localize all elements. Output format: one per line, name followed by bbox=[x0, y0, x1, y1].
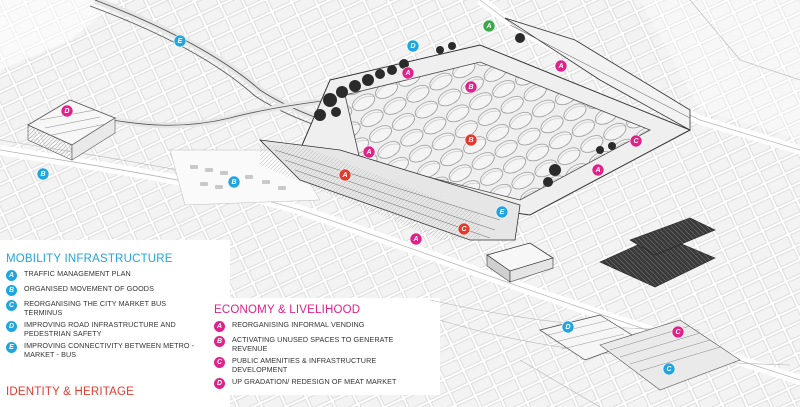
legend-key-badge: B bbox=[214, 336, 225, 347]
legend-item: C PUBLIC AMENITIES & INFRASTRUCTURE DEVE… bbox=[214, 356, 424, 374]
map-marker-mobility-e: E bbox=[173, 34, 187, 48]
map-marker-label: C bbox=[461, 226, 467, 233]
legend-item: D UP GRADATION/ REDESIGN OF MEAT MARKET bbox=[214, 377, 424, 390]
legend-economy-title: ECONOMY & LIVELIHOOD bbox=[214, 304, 361, 316]
legend-mobility-title: MOBILITY INFRASTRUCTURE bbox=[6, 253, 173, 265]
map-marker-label: E bbox=[500, 209, 505, 216]
map-marker-label: C bbox=[675, 329, 681, 336]
legend-key-badge: C bbox=[6, 300, 17, 311]
dark-hatched-block bbox=[599, 217, 716, 288]
map-marker-identity-b: B bbox=[464, 133, 478, 147]
map-marker-mobility-d: D bbox=[561, 320, 575, 334]
map-marker-label: E bbox=[178, 38, 183, 45]
map-marker-mobility-e: E bbox=[495, 205, 509, 219]
legend-item-text: IMPROVING ROAD INFRASTRUCTURE AND PEDEST… bbox=[24, 320, 176, 338]
legend-economy: ECONOMY & LIVELIHOOD A REORGANISING INFO… bbox=[214, 304, 424, 393]
legend-key-badge: B bbox=[6, 285, 17, 296]
legend-key-badge: A bbox=[6, 270, 17, 281]
legend-key-badge: D bbox=[214, 378, 225, 390]
tree-canopy bbox=[314, 33, 616, 187]
legend-item: B ACTIVATING UNUSED SPACES TO GENERATE R… bbox=[214, 335, 424, 353]
map-marker-label: B bbox=[468, 137, 473, 144]
map-marker-label: D bbox=[64, 108, 69, 115]
legend-item: B ORGANISED MOVEMENT OF GOODS bbox=[6, 284, 206, 296]
map-marker-identity-c: C bbox=[457, 222, 471, 236]
map-marker-label: A bbox=[485, 23, 491, 30]
map-marker-mobility-b: B bbox=[36, 167, 50, 181]
map-marker-economy-a: A bbox=[362, 145, 376, 159]
legend-item-text: ORGANISED MOVEMENT OF GOODS bbox=[24, 284, 154, 293]
map-marker-economy-d: D bbox=[60, 104, 74, 118]
map-marker-economy-c: C bbox=[629, 134, 643, 148]
legend-item-text: IMPROVING CONNECTIVITY BETWEEN METRO - M… bbox=[24, 341, 195, 359]
map-marker-label: A bbox=[341, 172, 347, 179]
map-marker-economy-c: C bbox=[671, 325, 685, 339]
map-marker-mobility-d: D bbox=[406, 39, 420, 53]
legend-item: E IMPROVING CONNECTIVITY BETWEEN METRO -… bbox=[6, 342, 206, 359]
legend-item-text: ACTIVATING UNUSED SPACES TO GENERATE REV… bbox=[232, 335, 394, 353]
map-marker-label: D bbox=[410, 43, 415, 50]
legend-item: A TRAFFIC MANAGEMENT PLAN bbox=[6, 269, 206, 281]
map-marker-identity-green-a: A bbox=[482, 19, 496, 33]
legend-item: A REORGANISING INFORMAL VENDING bbox=[214, 320, 424, 332]
legend-key-badge: E bbox=[6, 342, 17, 354]
map-marker-label: A bbox=[557, 63, 563, 70]
legend-item-text: TRAFFIC MANAGEMENT PLAN bbox=[24, 269, 131, 278]
map-marker-economy-a: A bbox=[401, 66, 415, 80]
legend-item-text: REORGANISING THE CITY MARKET BUS TERMINU… bbox=[24, 299, 167, 317]
map-marker-label: C bbox=[633, 138, 639, 145]
legend-item-text: PUBLIC AMENITIES & INFRASTRUCTURE DEVELO… bbox=[232, 356, 377, 374]
map-marker-mobility-b: B bbox=[227, 175, 241, 189]
map-marker-label: A bbox=[365, 149, 371, 156]
map-marker-label: C bbox=[666, 366, 672, 373]
legend-key-badge: D bbox=[6, 321, 17, 333]
legend-item-text: UP GRADATION/ REDESIGN OF MEAT MARKET bbox=[232, 377, 397, 387]
map-marker-economy-a: A bbox=[554, 59, 568, 73]
legend-identity: IDENTITY & HERITAGE bbox=[6, 386, 226, 403]
map-marker-label: B bbox=[40, 171, 45, 178]
map-marker-mobility-c: C bbox=[662, 362, 676, 376]
map-marker-economy-b: B bbox=[464, 80, 478, 94]
legend-item: D IMPROVING ROAD INFRASTRUCTURE AND PEDE… bbox=[6, 320, 206, 338]
map-marker-label: A bbox=[404, 70, 410, 77]
legend-key-badge: A bbox=[214, 321, 225, 332]
legend-identity-title: IDENTITY & HERITAGE bbox=[6, 386, 134, 398]
map-marker-identity-a: A bbox=[338, 168, 352, 182]
meat-market-building bbox=[27, 99, 116, 161]
map-marker-label: A bbox=[412, 236, 418, 243]
map-marker-economy-a: A bbox=[591, 163, 605, 177]
map-marker-label: B bbox=[231, 179, 236, 186]
map-marker-label: D bbox=[565, 324, 570, 331]
legend-mobility: MOBILITY INFRASTRUCTURE A TRAFFIC MANAGE… bbox=[6, 253, 206, 364]
map-marker-economy-a: A bbox=[409, 232, 423, 246]
legend-item: C REORGANISING THE CITY MARKET BUS TERMI… bbox=[6, 299, 206, 317]
legend-key-badge: C bbox=[214, 357, 225, 369]
map-marker-label: B bbox=[468, 84, 473, 91]
map-marker-label: A bbox=[594, 167, 600, 174]
legend-item-text: REORGANISING INFORMAL VENDING bbox=[232, 320, 365, 329]
